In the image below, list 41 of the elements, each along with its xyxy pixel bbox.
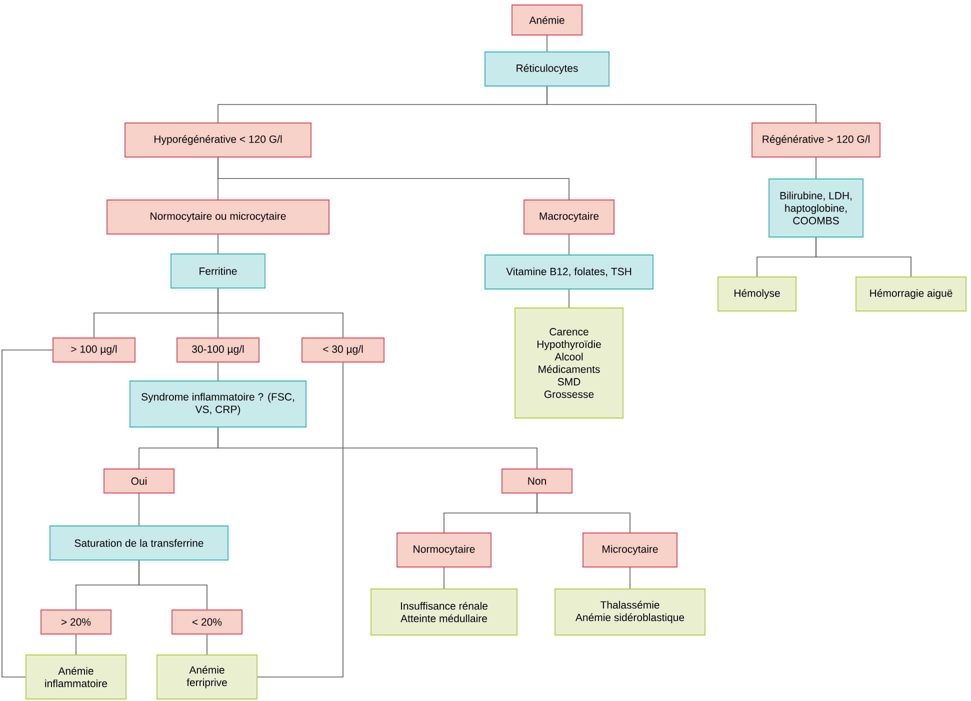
connector-line [206,634,208,655]
diagnosis-box: Thalassémie Anémie sidéroblastique [554,588,706,636]
finding-box: Macrocytaire [524,200,614,234]
connector-line [218,288,344,338]
finding-box: Anémie [512,4,582,36]
finding-box: Oui [104,468,174,494]
diagnosis-box: Hémorragie aiguë [856,276,966,312]
connector-line [138,560,208,610]
connector-line [536,493,630,533]
diagnosis-box: Anémie ferriprive [156,654,258,700]
test-box: Ferritine [170,254,266,288]
diagnosis-box: Anémie inflammatoire [26,654,126,700]
finding-box: > 20% [40,610,112,634]
test-box: Réticulocytes [484,52,610,86]
connector-line [546,35,548,52]
finding-box: Microcytaire [582,532,678,568]
finding-box: Hyporégénérative < 120 G/l [124,122,312,158]
connector-line [257,362,344,678]
connector-line [568,289,570,308]
finding-box: Normocytaire [396,532,492,568]
connector-line [546,86,816,123]
diagnosis-box: Carence Hypothyroïdie Alcool Médicaments SMD Grossesse [514,308,624,418]
test-box: Vitamine B12, folates, TSH [484,254,654,290]
finding-box: Non [502,468,572,494]
diagnosis-box: Hémolyse [718,276,796,312]
connector-line [816,237,912,277]
test-box: Syndrome inflammatoire ? (FSC, VS, CRP) [130,380,306,428]
finding-box: Régénérative > 120 G/l [752,122,880,158]
connector-line [2,350,53,678]
connector-line [218,157,570,200]
connector-line [568,234,570,255]
finding-box: 30-100 µg/l [176,338,260,362]
connector-line [218,427,538,469]
finding-box: > 100 µg/l [52,338,136,362]
finding-box: Normocytaire ou microcytaire [106,200,330,234]
test-box: Bilirubine, LDH, haptoglobine, COOMBS [768,178,864,238]
connector-line [138,493,140,526]
diagnosis-box: Insuffisance rénale Atteinte médullaire [370,588,518,636]
finding-box: < 20% [172,610,242,634]
test-box: Saturation de la transferrine [50,526,228,560]
finding-box: < 30 µg/l [302,338,384,362]
